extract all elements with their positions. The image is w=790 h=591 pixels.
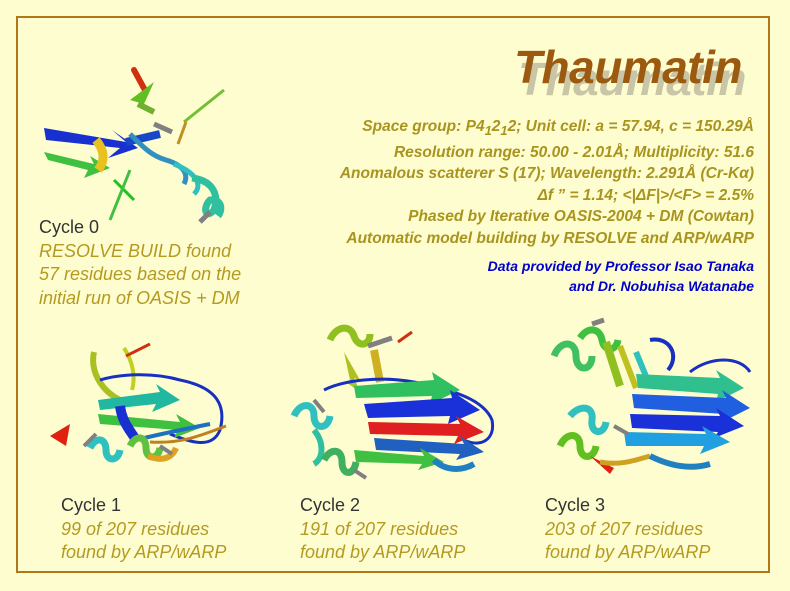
border-frame: [16, 16, 770, 573]
cycle1-caption: Cycle 1 99 of 207 residues found by ARP/…: [61, 494, 226, 565]
cycle3-structure-image: [540, 316, 770, 488]
crystal-info: Space group: P41212; Unit cell: a = 57.9…: [234, 116, 754, 249]
cycle0-line-2: 57 residues based on the: [39, 264, 242, 284]
resolution-line: Resolution range: 50.00 - 2.01Å; Multipl…: [393, 143, 754, 161]
cycle1-line-2: found by ARP/wARP: [61, 542, 227, 562]
cycle3-label: Cycle 3: [545, 495, 606, 515]
title-shadow: Thaumatin: [517, 53, 747, 105]
title-block: Thaumatin Thaumatin: [442, 40, 747, 105]
cycle0-caption: Cycle 0 RESOLVE BUILD found 57 residues …: [39, 216, 241, 310]
phasing-line: Phased by Iterative OASIS-2004 + DM (Cow…: [408, 208, 754, 226]
credit-line-2: and Dr. Nobuhisa Watanabe: [569, 278, 754, 294]
cycle0-line-1: RESOLVE BUILD found: [39, 240, 232, 261]
cycle1-label: Cycle 1: [61, 495, 122, 515]
cycle3-line-2: found by ARP/wARP: [545, 542, 711, 562]
cycle3-line-1: 203 of 207 residues: [545, 518, 704, 539]
delta-f-line: Δf ” = 1.14; <|ΔF|>/<F> = 2.5%: [537, 186, 755, 204]
cycle2-line-1: 191 of 207 residues: [300, 518, 459, 539]
cycle2-caption: Cycle 2 191 of 207 residues found by ARP…: [300, 494, 465, 565]
anomalous-scatterer-line: Anomalous scatterer S (17); Wavelength: …: [339, 165, 754, 183]
cycle0-structure-image: [34, 60, 244, 230]
cycle2-line-2: found by ARP/wARP: [300, 542, 466, 562]
space-group-line: Space group: P41212; Unit cell: a = 57.9…: [362, 118, 754, 139]
page-title: Thaumatin: [513, 41, 743, 93]
cycle2-structure-image: [284, 320, 514, 490]
cycle1-structure-image: [40, 330, 250, 490]
cycle3-caption: Cycle 3 203 of 207 residues found by ARP…: [545, 494, 710, 565]
cycle0-line-3: initial run of OASIS + DM: [39, 287, 240, 308]
cycle2-label: Cycle 2: [300, 495, 361, 515]
data-credit: Data provided by Professor Isao Tanaka a…: [334, 256, 754, 296]
credit-line-1: Data provided by Professor Isao Tanaka: [487, 258, 754, 274]
cycle1-line-1: 99 of 207 residues: [61, 518, 210, 539]
cycle0-label: Cycle 0: [39, 217, 100, 237]
model-building-line: Automatic model building by RESOLVE and …: [346, 229, 754, 247]
